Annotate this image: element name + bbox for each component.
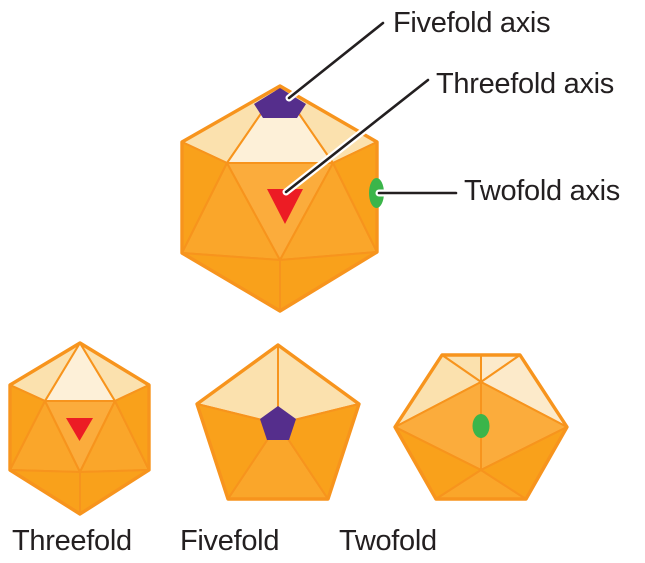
icosahedron-outline bbox=[393, 353, 569, 501]
label-twofold-axis: Twofold axis bbox=[464, 175, 620, 207]
label-twofold-view: Twofold bbox=[339, 525, 437, 557]
label-fivefold-axis: Fivefold axis bbox=[393, 7, 551, 39]
icosahedron-outline bbox=[8, 341, 151, 516]
twofold-axis-marker-ellipse bbox=[472, 414, 490, 438]
icosahedron-outline bbox=[195, 343, 361, 501]
label-fivefold-view: Fivefold bbox=[180, 525, 280, 557]
fivefold-leader-line bbox=[287, 21, 385, 100]
icosahedron-threefold-view bbox=[8, 341, 151, 516]
threefold-axis-marker-triangle bbox=[66, 418, 93, 441]
threefold-leader-line bbox=[284, 78, 430, 194]
large-icosahedron bbox=[180, 84, 384, 313]
threefold-axis-marker-triangle bbox=[267, 189, 303, 224]
icosahedron-outline bbox=[180, 84, 379, 313]
fivefold-axis-marker-pentagon bbox=[254, 88, 306, 118]
leader-lines bbox=[282, 19, 460, 197]
label-threefold-axis: Threefold axis bbox=[436, 68, 614, 100]
label-threefold-view: Threefold bbox=[12, 525, 132, 557]
icosahedron-fivefold-view bbox=[195, 343, 361, 501]
icosahedron-twofold-view bbox=[393, 353, 569, 501]
fivefold-axis-marker-pentagon bbox=[260, 406, 296, 440]
